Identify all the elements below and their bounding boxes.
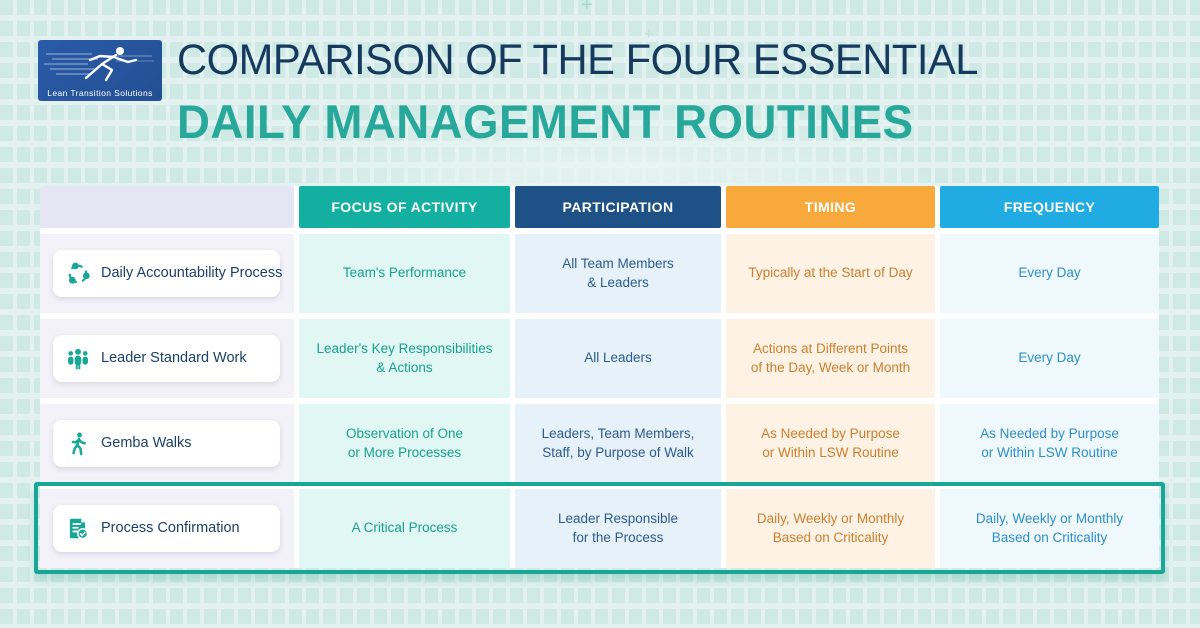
participation-cell: Leader Responsible for the Process xyxy=(515,489,721,568)
company-logo: Lean Transition Solutions xyxy=(38,40,162,101)
focus-cell: A Critical Process xyxy=(299,489,510,568)
document-check-icon xyxy=(69,518,89,539)
runner-logo-icon xyxy=(44,47,154,82)
column-header-participation: PARTICIPATION xyxy=(515,186,721,228)
page-title-line2: DAILY MANAGEMENT ROUTINES xyxy=(177,95,914,148)
routine-label: Leader Standard Work xyxy=(101,350,247,367)
timing-cell: Daily, Weekly or Monthly Based on Critic… xyxy=(726,489,935,568)
comparison-table: FOCUS OF ACTIVITY PARTICIPATION TIMING F… xyxy=(40,186,1159,568)
row-label-cell: Daily Accountability Process xyxy=(40,234,294,313)
frequency-cell: Every Day xyxy=(940,319,1159,398)
focus-cell: Observation of One or More Processes xyxy=(299,404,510,483)
row-label-cell: Leader Standard Work xyxy=(40,319,294,398)
routine-pill-gemba-walks: Gemba Walks xyxy=(53,420,280,467)
focus-cell: Team's Performance xyxy=(299,234,510,313)
column-header-frequency: FREQUENCY xyxy=(940,186,1159,228)
participation-cell: Leaders, Team Members, Staff, by Purpose… xyxy=(515,404,721,483)
plus-decoration: + xyxy=(644,26,654,43)
timing-cell: As Needed by Purpose or Within LSW Routi… xyxy=(726,404,935,483)
row-label-cell: Process Confirmation xyxy=(40,489,294,568)
timing-cell: Actions at Different Points of the Day, … xyxy=(726,319,935,398)
timing-cell: Typically at the Start of Day xyxy=(726,234,935,313)
column-header-focus: FOCUS OF ACTIVITY xyxy=(299,186,510,228)
column-header-timing: TIMING xyxy=(726,186,935,228)
walking-person-icon xyxy=(71,432,86,455)
frequency-cell: As Needed by Purpose or Within LSW Routi… xyxy=(940,404,1159,483)
page-title-line1: COMPARISON OF THE FOUR ESSENTIAL xyxy=(177,36,979,84)
frequency-cell: Every Day xyxy=(940,234,1159,313)
logo-caption: Lean Transition Solutions xyxy=(47,88,153,98)
focus-cell: Leader's Key Responsibilities & Actions xyxy=(299,319,510,398)
routine-label: Daily Accountability Process xyxy=(101,265,283,282)
frequency-cell: Daily, Weekly or Monthly Based on Critic… xyxy=(940,489,1159,568)
routine-pill-daily-accountability: Daily Accountability Process xyxy=(53,250,283,297)
routine-pill-process-confirmation: Process Confirmation xyxy=(53,505,280,552)
routine-label: Gemba Walks xyxy=(101,435,192,452)
routine-label: Process Confirmation xyxy=(101,520,240,537)
participation-cell: All Leaders xyxy=(515,319,721,398)
row-label-cell: Gemba Walks xyxy=(40,404,294,483)
routine-pill-leader-standard-work: Leader Standard Work xyxy=(53,335,280,382)
participation-cell: All Team Members & Leaders xyxy=(515,234,721,313)
people-group-icon xyxy=(68,348,88,369)
plus-decoration: + xyxy=(581,0,593,16)
cycle-icon xyxy=(68,262,90,284)
column-header-empty xyxy=(40,186,294,228)
